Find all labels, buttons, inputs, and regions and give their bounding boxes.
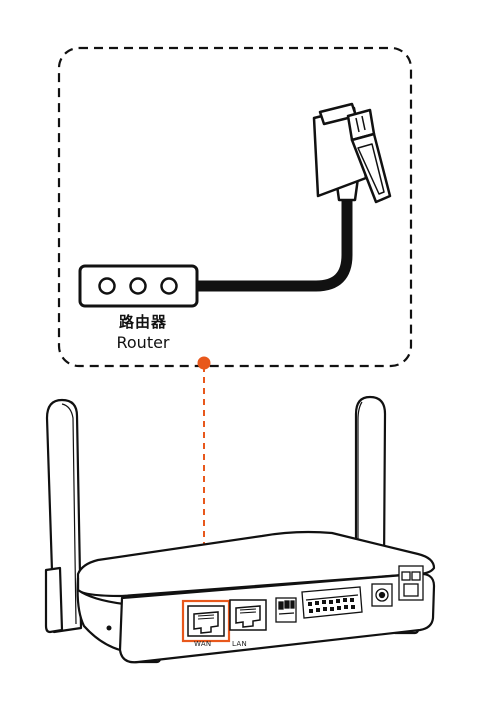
ethernet-plug-icon <box>312 102 392 204</box>
right-antenna <box>354 395 387 570</box>
router-side <box>76 576 126 652</box>
antenna-connector <box>398 565 424 601</box>
router-top <box>76 530 436 598</box>
dip-switch <box>275 597 297 623</box>
router-label-chinese: 路由器 <box>118 313 167 331</box>
ethernet-cable <box>197 198 353 292</box>
router-icon <box>78 264 199 308</box>
wan-port <box>187 605 225 637</box>
callout-box <box>57 46 413 368</box>
terminal-block <box>301 586 363 619</box>
wan-port-label: WAN <box>194 640 212 648</box>
power-jack <box>371 583 393 607</box>
leader-dot <box>197 356 211 370</box>
router-label-english: Router <box>116 333 170 352</box>
lan-port <box>229 599 267 631</box>
power-led <box>106 625 112 631</box>
wan-port-highlight <box>181 599 231 643</box>
lan-port-label: LAN <box>232 640 247 648</box>
